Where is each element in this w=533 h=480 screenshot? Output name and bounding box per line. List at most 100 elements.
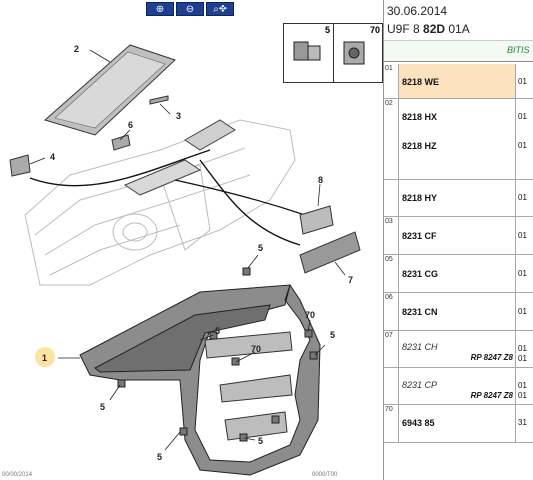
qty: 31 <box>518 417 527 427</box>
part-code-cell[interactable]: 8231 CH RP 8247 Z8 <box>398 330 516 368</box>
row-index: 70 <box>384 404 399 443</box>
table-row[interactable]: 07 8231 CH RP 8247 Z8 01 01 <box>384 330 533 368</box>
qty: 01 <box>518 353 527 363</box>
zoom-move-button[interactable]: ⌕✥ <box>206 2 234 16</box>
qty: 01 <box>518 140 527 150</box>
code-bold: 82D <box>423 22 446 36</box>
header-banner: BITIS <box>384 40 533 62</box>
qty: 01 <box>518 306 527 316</box>
callout-number[interactable]: 5 <box>157 452 162 462</box>
zoom-out-icon: ⊖ <box>185 3 195 15</box>
callout-number[interactable]: 5 <box>258 243 263 253</box>
part-code-cell[interactable]: 6943 85 <box>398 404 516 443</box>
row-index: 07 <box>384 330 399 368</box>
thumbnail-70[interactable]: 70 <box>334 24 383 82</box>
part-code: 8218 WE <box>402 77 440 87</box>
part-code-cell[interactable]: 8231 CG <box>398 254 516 293</box>
part-code-cell[interactable]: 8218 HX 8218 HZ <box>398 98 516 180</box>
part-code: 8218 HY <box>402 192 438 203</box>
callout-number[interactable]: 3 <box>176 111 181 121</box>
zoom-in-icon: ⊕ <box>155 3 165 15</box>
callout-number[interactable]: 1 <box>42 353 47 363</box>
replacement-ref: RP 8247 Z8 <box>470 352 513 362</box>
qty: 01 <box>518 111 527 121</box>
table-row[interactable]: 70 6943 85 31 <box>384 404 533 443</box>
part-code: 6943 85 <box>402 417 435 428</box>
banner-text: BITIS <box>507 45 530 55</box>
row-index <box>384 179 399 217</box>
detail-thumbnails: 5 70 <box>283 23 383 83</box>
part-code: 8218 HZ <box>402 140 437 151</box>
parts-table: 01 8218 WE 01 02 8218 HX 8218 HZ 01 01 8… <box>384 64 533 443</box>
diagram-panel: 1 2 3 4 5 5 5 5 6 7 8 70 70 5 5 ⊕ ⊖ ⌕✥ 5… <box>0 0 384 480</box>
part-code: 8218 HX <box>402 111 438 122</box>
row-index <box>384 367 399 405</box>
qty-cell: 01 <box>515 292 533 331</box>
footer-left: 00/00/2014 <box>2 472 33 478</box>
row-index: 03 <box>384 216 399 255</box>
callout-number[interactable]: 8 <box>318 175 323 185</box>
zoom-out-button[interactable]: ⊖ <box>176 2 204 16</box>
callout-number[interactable]: 4 <box>50 152 55 162</box>
qty-cell: 01 01 <box>515 330 533 368</box>
part-code: 8231 CN <box>402 306 438 317</box>
callout-number[interactable]: 70 <box>305 310 315 320</box>
callout-number[interactable]: 5 <box>258 436 263 446</box>
catalog-code: U9F 8 82D 01A <box>387 22 470 36</box>
part-code-cell[interactable]: 8231 CN <box>398 292 516 331</box>
qty: 01 <box>518 77 527 86</box>
callout-number[interactable]: 5 <box>100 402 105 412</box>
thumbnail-5[interactable]: 5 <box>284 24 334 82</box>
callout-number[interactable]: 6 <box>128 120 133 130</box>
row-index: 01 <box>384 64 399 99</box>
part-code: 8231 CH <box>402 341 438 352</box>
parts-panel: 30.06.2014 U9F 8 82D 01A BITIS 01 8218 W… <box>384 0 533 480</box>
part-code-cell[interactable]: 8218 WE <box>398 64 516 99</box>
part-code: 8231 CG <box>402 268 439 279</box>
code-prefix: U9F 8 <box>387 22 424 36</box>
callout-number[interactable]: 2 <box>74 44 79 54</box>
footer-right: 0000/T00 <box>312 472 338 478</box>
callout-number[interactable]: 5 <box>215 326 220 336</box>
qty: 01 <box>518 268 527 278</box>
row-index: 02 <box>384 98 399 180</box>
row-index: 05 <box>384 254 399 293</box>
callout-number[interactable]: 70 <box>251 344 261 354</box>
table-row[interactable]: 01 8218 WE 01 <box>384 64 533 99</box>
qty: 01 <box>518 390 527 400</box>
part-code: 8231 CP <box>402 379 438 390</box>
qty-cell: 01 <box>515 216 533 255</box>
row-index: 06 <box>384 292 399 331</box>
catalog-date: 30.06.2014 <box>387 4 448 18</box>
table-row[interactable]: 06 8231 CN 01 <box>384 292 533 331</box>
part-code-cell[interactable]: 8231 CF <box>398 216 516 255</box>
part-code-cell[interactable]: 8218 HY <box>398 179 516 217</box>
qty-cell: 01 01 <box>515 367 533 405</box>
qty: 01 <box>518 380 527 390</box>
qty-cell: 01 <box>515 254 533 293</box>
table-row[interactable]: 02 8218 HX 8218 HZ 01 01 <box>384 98 533 180</box>
zoom-toolbar: ⊕ ⊖ ⌕✥ <box>146 2 236 16</box>
part-code-cell[interactable]: 8231 CP RP 8247 Z8 <box>398 367 516 405</box>
qty-cell: 31 <box>515 404 533 443</box>
zoom-in-button[interactable]: ⊕ <box>146 2 174 16</box>
thumbnail-label: 70 <box>369 25 380 35</box>
part-code: 8231 CF <box>402 230 437 241</box>
qty-cell: 01 <box>515 179 533 217</box>
qty: 01 <box>518 230 527 240</box>
callout-highlight <box>35 347 55 367</box>
table-row[interactable]: 8218 HY 01 <box>384 179 533 217</box>
callout-number[interactable]: 7 <box>348 275 353 285</box>
qty: 01 <box>518 192 527 202</box>
fastener-icon <box>343 41 365 65</box>
clip-icon <box>293 41 321 61</box>
table-row[interactable]: 03 8231 CF 01 <box>384 216 533 255</box>
exploded-view-drawing[interactable]: 1 2 3 4 5 5 5 5 6 7 8 70 70 5 5 <box>0 0 383 480</box>
thumbnail-label: 5 <box>324 25 330 35</box>
table-row[interactable]: 05 8231 CG 01 <box>384 254 533 293</box>
callout-number[interactable]: 5 <box>330 330 335 340</box>
replacement-ref: RP 8247 Z8 <box>470 390 513 400</box>
qty-cell: 01 <box>515 64 533 99</box>
table-row[interactable]: 8231 CP RP 8247 Z8 01 01 <box>384 367 533 405</box>
zoom-move-icon: ⌕✥ <box>213 3 227 15</box>
